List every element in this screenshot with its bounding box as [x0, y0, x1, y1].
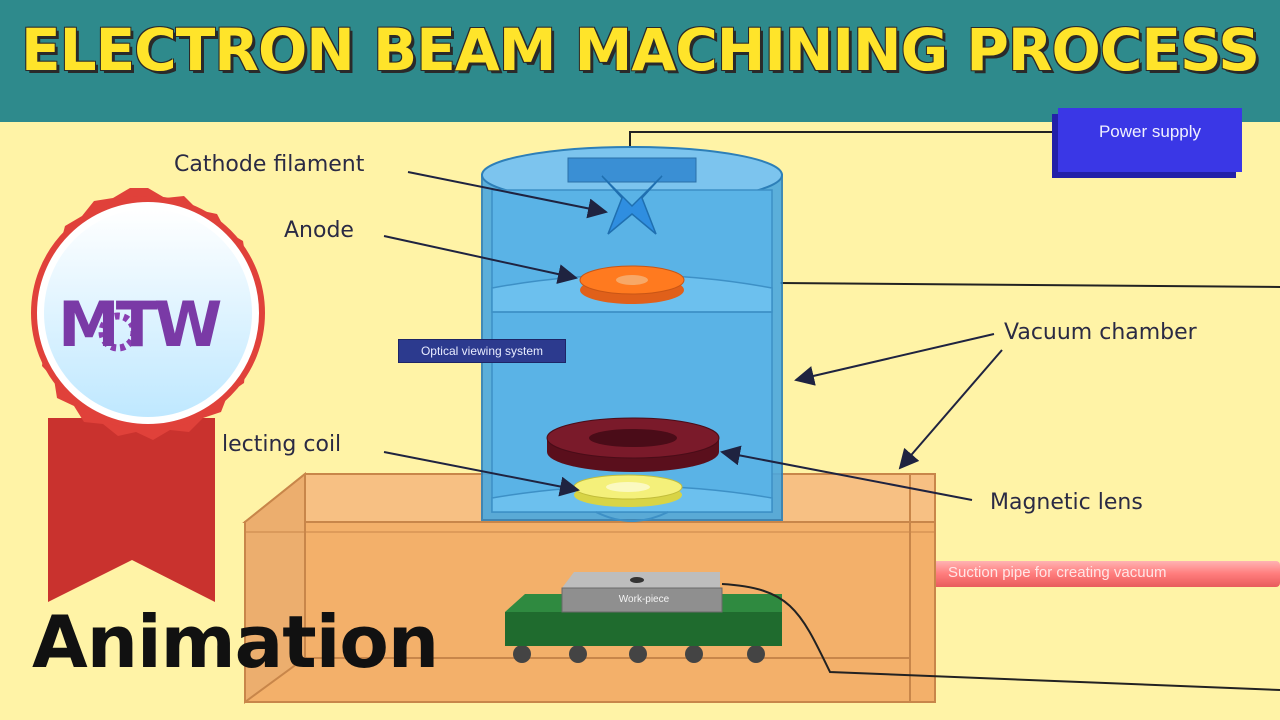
column-nozzle: [595, 511, 669, 522]
suction-pipe-label: Suction pipe for creating vacuum: [948, 564, 1167, 581]
vacuum-chamber-label: Vacuum chamber: [1004, 320, 1197, 345]
workpiece-label: Work-piece: [618, 594, 670, 605]
table-roller: [513, 645, 531, 663]
arrow-anode: [383, 235, 578, 284]
magnetic-lens-label: Magnetic lens: [990, 490, 1143, 515]
power-supply-box: Power supply: [1058, 108, 1242, 172]
workpiece-hole: [630, 577, 644, 583]
badge-ribbon: [48, 418, 215, 602]
badge-seal-inner: [44, 209, 252, 417]
arrow-vacuum-column: [794, 333, 995, 386]
optical-viewing-tag: Optical viewing system: [398, 339, 566, 363]
power-supply-label: Power supply: [1098, 122, 1202, 141]
anode-hole: [616, 275, 648, 285]
title-bar: ELECTRON BEAM MACHINING PROCESS: [0, 0, 1280, 122]
arrow-cathode: [407, 171, 608, 219]
magnetic-lens-hole: [589, 429, 677, 447]
deflecting-coil-hole: [606, 482, 650, 492]
ground-wire: [721, 583, 1280, 691]
arrow-vacuum-base: [898, 349, 1003, 470]
table-roller: [747, 645, 765, 663]
suction-pipe: [906, 561, 1280, 587]
animation-caption: Animation: [32, 600, 439, 684]
cathode-holder: [567, 157, 697, 183]
logo-gear-icon: [98, 312, 138, 352]
table-roller: [685, 645, 703, 663]
anode-label: Anode: [284, 218, 354, 243]
arrow-deflecting: [383, 451, 580, 497]
work-table: [505, 612, 782, 646]
badge-logo: MTW: [58, 288, 222, 361]
cathode-filament: [601, 175, 663, 235]
cathode-filament-label: Cathode filament: [174, 152, 365, 177]
workpiece: [561, 587, 723, 613]
power-wire-anode: [779, 282, 1280, 288]
arrow-magnetic: [720, 445, 973, 501]
deflecting-coil-label: lecting coil: [222, 432, 342, 457]
table-roller: [569, 645, 587, 663]
table-roller: [629, 645, 647, 663]
page-title: ELECTRON BEAM MACHINING PROCESS: [20, 16, 1260, 84]
